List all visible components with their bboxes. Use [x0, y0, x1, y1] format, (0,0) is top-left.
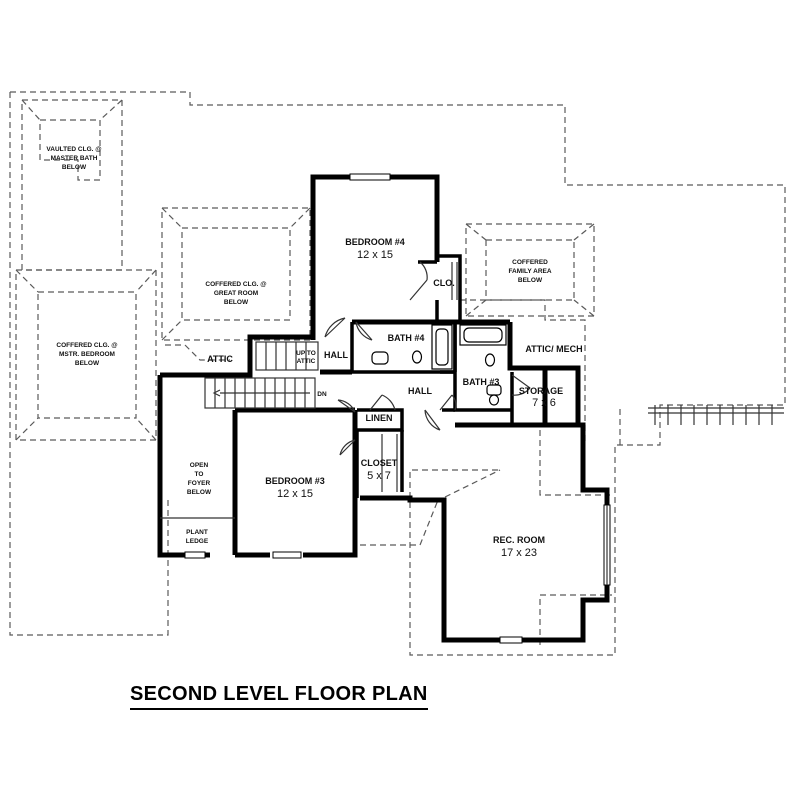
bedroom3-size: 12 x 15	[277, 488, 313, 500]
closet-name: CLOSET	[361, 458, 398, 468]
up-to-attic-line2: ATTIC	[297, 358, 316, 365]
master-bedroom-note-3: BELOW	[75, 360, 100, 367]
clo-label: CLO.	[433, 278, 455, 288]
great-room-note-2: GREAT ROOM	[214, 290, 258, 297]
bedroom4-size: 12 x 15	[357, 249, 393, 261]
dn-label: DN	[317, 391, 327, 398]
windows	[184, 173, 611, 644]
hall-upper-label: HALL	[324, 350, 348, 360]
roof-outline	[9, 91, 786, 656]
storage-size: 7 x 6	[532, 397, 556, 409]
doors	[324, 261, 531, 456]
open-foyer-line4: BELOW	[187, 489, 212, 496]
rec-room-name: REC. ROOM	[493, 535, 545, 545]
bedroom4-name: BEDROOM #4	[345, 237, 405, 247]
storage-name: STORAGE	[519, 386, 563, 396]
hall-main-label: HALL	[408, 386, 432, 396]
linen-label: LINEN	[366, 413, 393, 423]
plant-ledge-line1: PLANT	[186, 529, 208, 536]
open-foyer-line2: TO	[195, 471, 204, 478]
rec-room-size: 17 x 23	[501, 547, 537, 559]
bath4-label: BATH #4	[388, 333, 425, 343]
title-underline	[130, 708, 428, 710]
bath3-label: BATH #3	[463, 377, 500, 387]
deck-railing	[648, 405, 784, 425]
fixtures	[371, 262, 507, 492]
family-area-note-2: FAMILY AREA	[508, 268, 551, 275]
attic-left-label: ATTIC	[207, 354, 233, 364]
open-foyer-line3: FOYER	[188, 480, 211, 487]
master-bath-note-2: MASTER BATH	[51, 155, 98, 162]
master-bedroom-note-2: MSTR. BEDROOM	[59, 351, 115, 358]
bedroom3-name: BEDROOM #3	[265, 476, 325, 486]
plan-title: SECOND LEVEL FLOOR PLAN	[130, 683, 428, 705]
attic-mech-label: ATTIC/ MECH	[525, 344, 582, 354]
plant-ledge-line2: LEDGE	[186, 538, 209, 545]
closet-size: 5 x 7	[367, 470, 391, 482]
master-bedroom-note-1: COFFERED CLG. @	[56, 342, 117, 349]
stairs	[204, 341, 319, 409]
family-area-note-3: BELOW	[518, 277, 543, 284]
great-room-note-1: COFFERED CLG. @	[205, 281, 266, 288]
labels: BEDROOM #4 12 x 15 BEDROOM #3 12 x 15 RE…	[46, 146, 582, 559]
master-bath-note-1: VAULTED CLG. @	[46, 146, 101, 153]
up-to-attic-line1: UP TO	[296, 350, 316, 357]
open-foyer-line1: OPEN	[190, 462, 209, 469]
walls	[157, 174, 610, 643]
great-room-note-3: BELOW	[224, 299, 249, 306]
family-area-note-1: COFFERED	[512, 259, 548, 266]
master-bath-note-3: BELOW	[62, 164, 87, 171]
